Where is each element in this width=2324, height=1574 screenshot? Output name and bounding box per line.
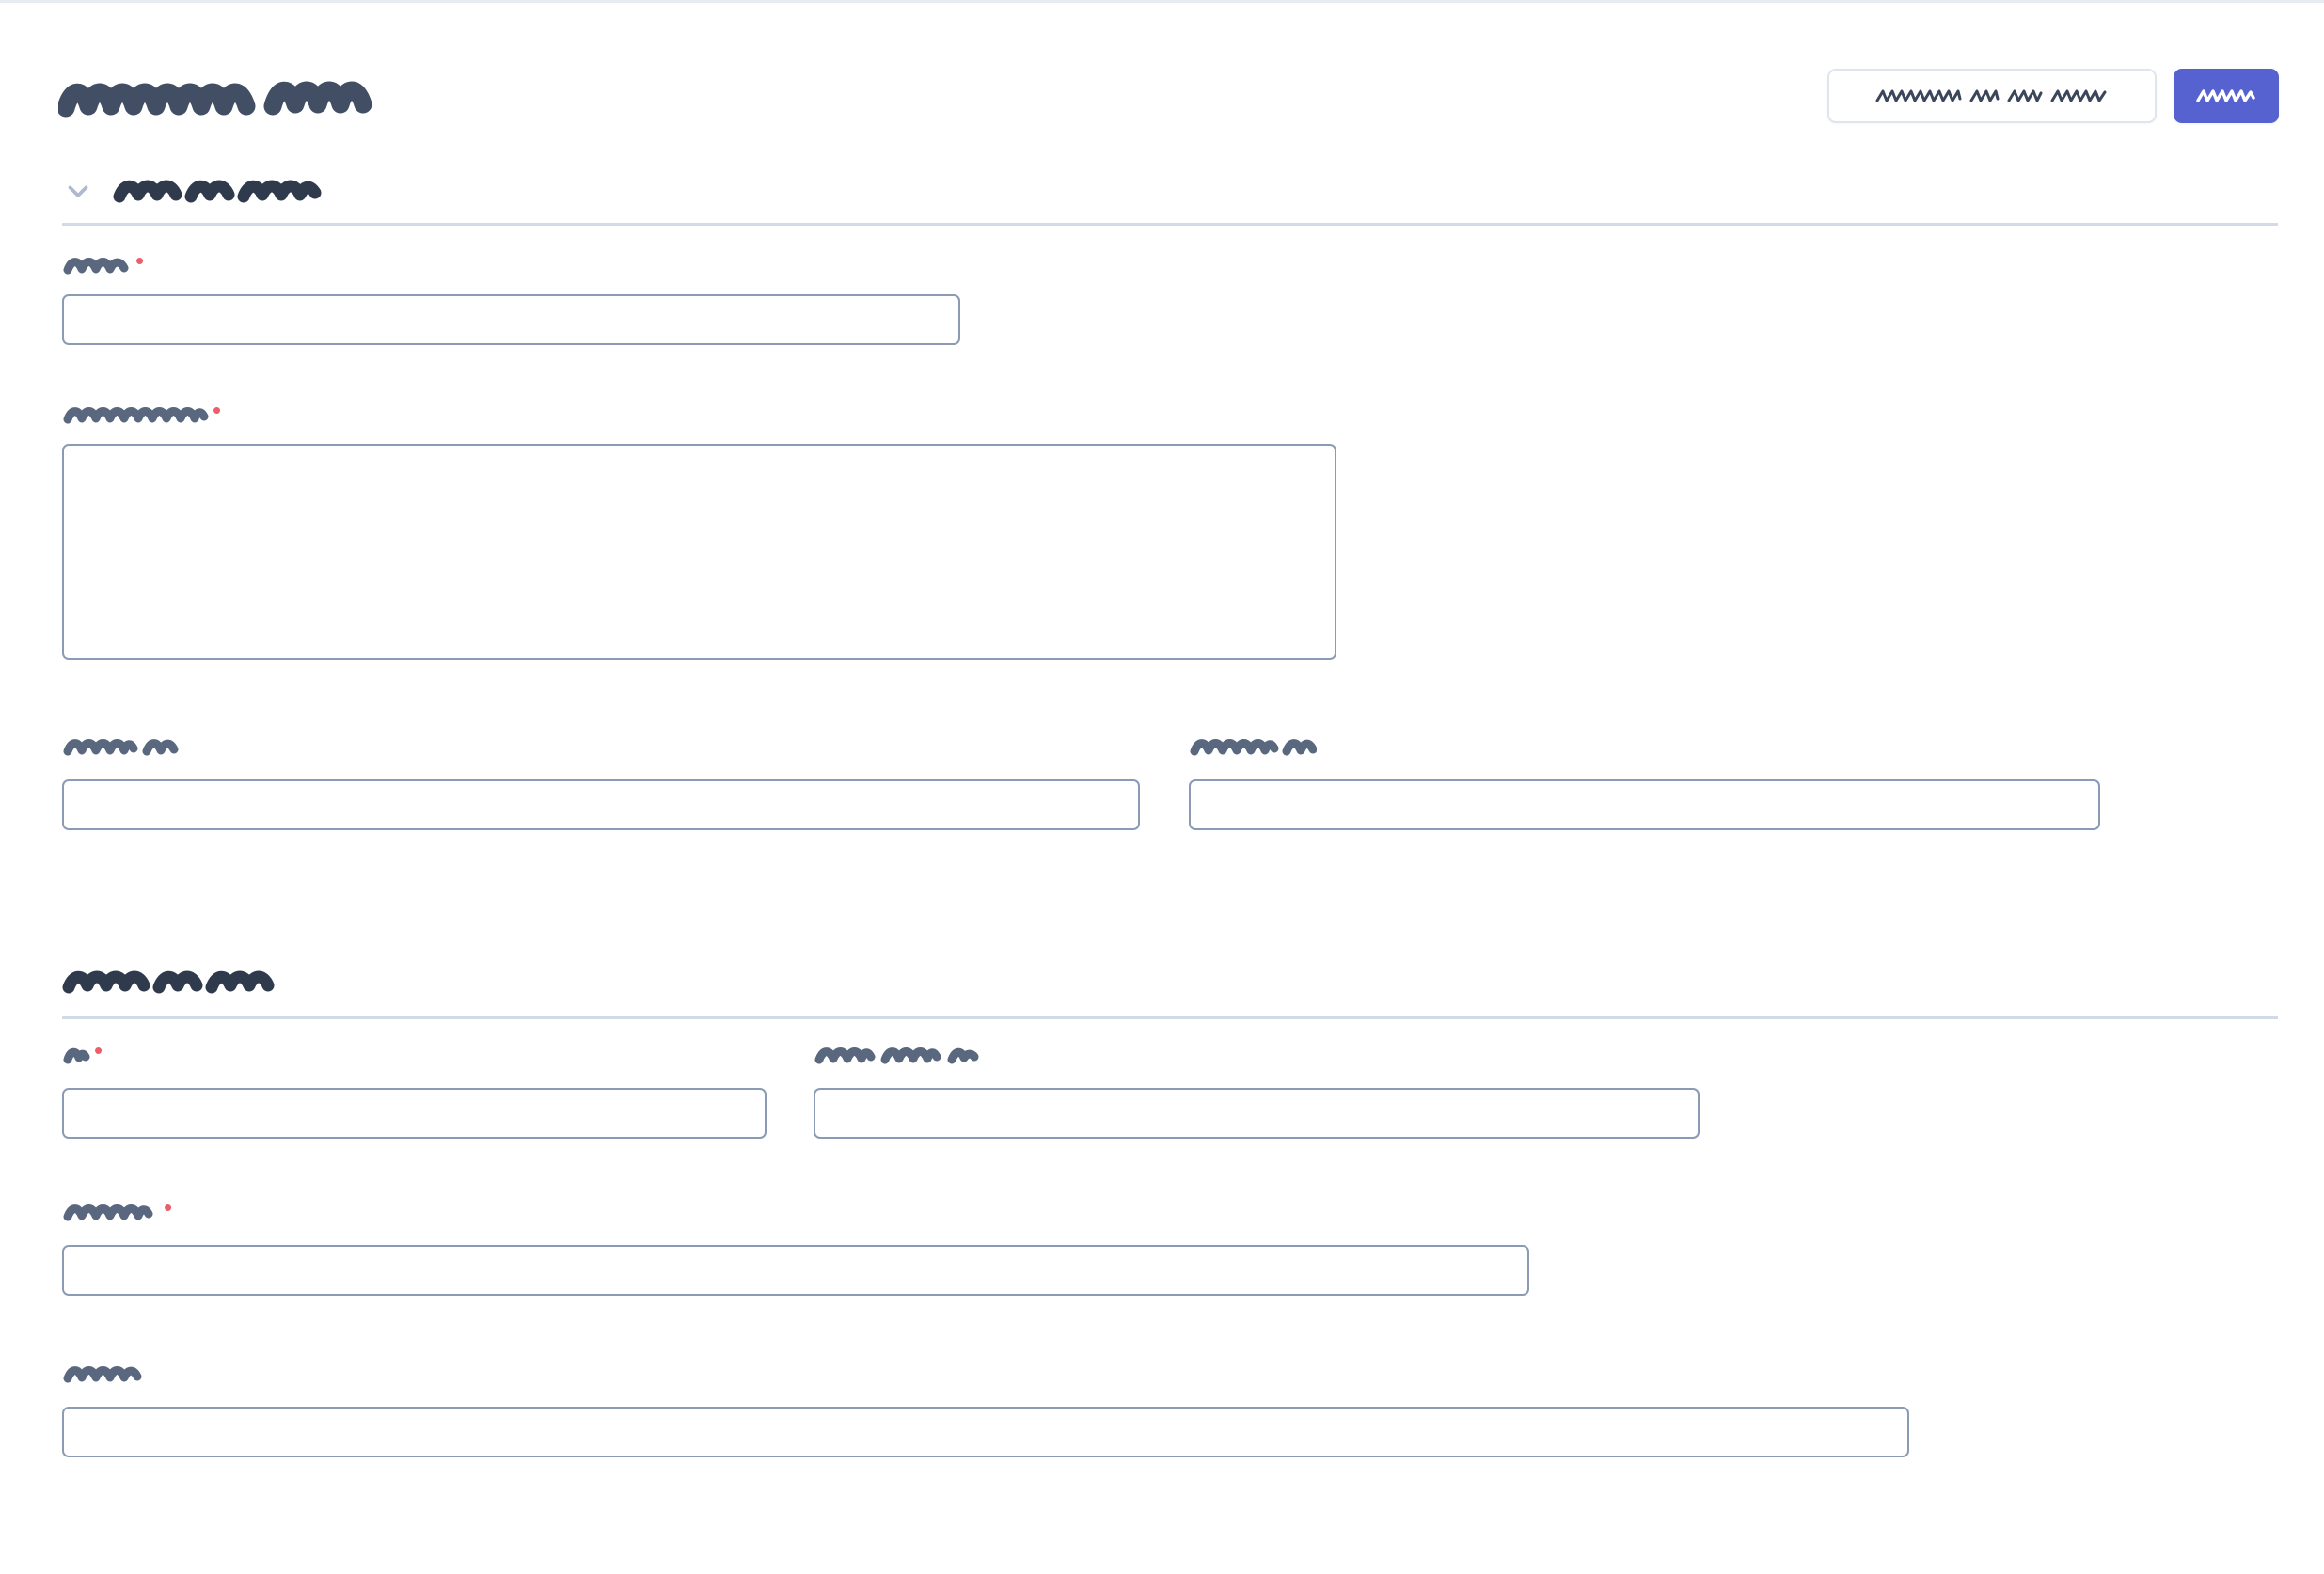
field-5: • — [62, 1036, 767, 1139]
field-4-label-redacted-text — [1189, 736, 1317, 757]
secondary-action-button[interactable] — [1827, 69, 2157, 123]
section-one: • • — [0, 3, 2324, 830]
field-6-label-redacted-text — [814, 1045, 983, 1065]
section-two-header — [62, 967, 277, 997]
field-2-label-redacted-text — [62, 404, 209, 425]
field-8 — [62, 1363, 1909, 1457]
secondary-action-label — [1873, 86, 2111, 106]
page-header — [0, 3, 2324, 167]
form-page: • • — [0, 3, 2324, 1574]
primary-action-button[interactable] — [2174, 69, 2279, 123]
field-1-label: • — [62, 246, 145, 277]
field-4-input[interactable] — [1189, 779, 2100, 830]
header-actions — [1827, 69, 2279, 123]
field-8-label-redacted-text — [62, 1363, 156, 1384]
field-6-label — [814, 1045, 983, 1067]
field-5-input[interactable] — [62, 1088, 767, 1139]
field-6-input[interactable] — [814, 1088, 1700, 1139]
field-5-required-marker: • — [94, 1036, 103, 1064]
section-one-header[interactable] — [62, 175, 324, 207]
section-two: • — [0, 3, 2324, 1457]
field-1-required-marker: • — [135, 246, 145, 275]
field-6 — [814, 1045, 1700, 1139]
field-5-label: • — [62, 1036, 103, 1067]
field-3-label-redacted-text — [62, 736, 179, 757]
field-3 — [62, 736, 1140, 830]
field-7-required-marker: • — [164, 1193, 173, 1221]
field-1-input[interactable] — [62, 294, 960, 345]
section-one-title — [113, 177, 324, 205]
field-5-label-redacted-text — [62, 1045, 90, 1065]
field-1-label-redacted-text — [62, 255, 132, 275]
field-1: • — [62, 246, 965, 345]
field-8-label — [62, 1363, 156, 1386]
chevron-down-icon[interactable] — [62, 175, 94, 207]
section-two-title — [62, 967, 277, 997]
section-one-divider — [62, 223, 2278, 226]
field-7-input[interactable] — [62, 1245, 1529, 1296]
field-2: • — [62, 396, 1341, 696]
field-4-label — [1189, 736, 1317, 759]
field-3-input[interactable] — [62, 779, 1140, 830]
field-7-label: • — [62, 1193, 173, 1224]
field-7: • — [62, 1193, 1529, 1296]
page-title — [58, 76, 463, 119]
field-2-required-marker: • — [213, 396, 222, 424]
page-title-redacted-text — [58, 76, 463, 119]
field-2-textarea[interactable] — [62, 444, 1336, 660]
field-7-label-redacted-text — [62, 1202, 160, 1222]
field-8-input[interactable] — [62, 1407, 1909, 1457]
field-2-label: • — [62, 396, 222, 427]
field-3-label — [62, 736, 179, 759]
section-two-divider — [62, 1016, 2278, 1019]
field-4 — [1189, 736, 2100, 830]
primary-action-label — [2194, 86, 2258, 106]
